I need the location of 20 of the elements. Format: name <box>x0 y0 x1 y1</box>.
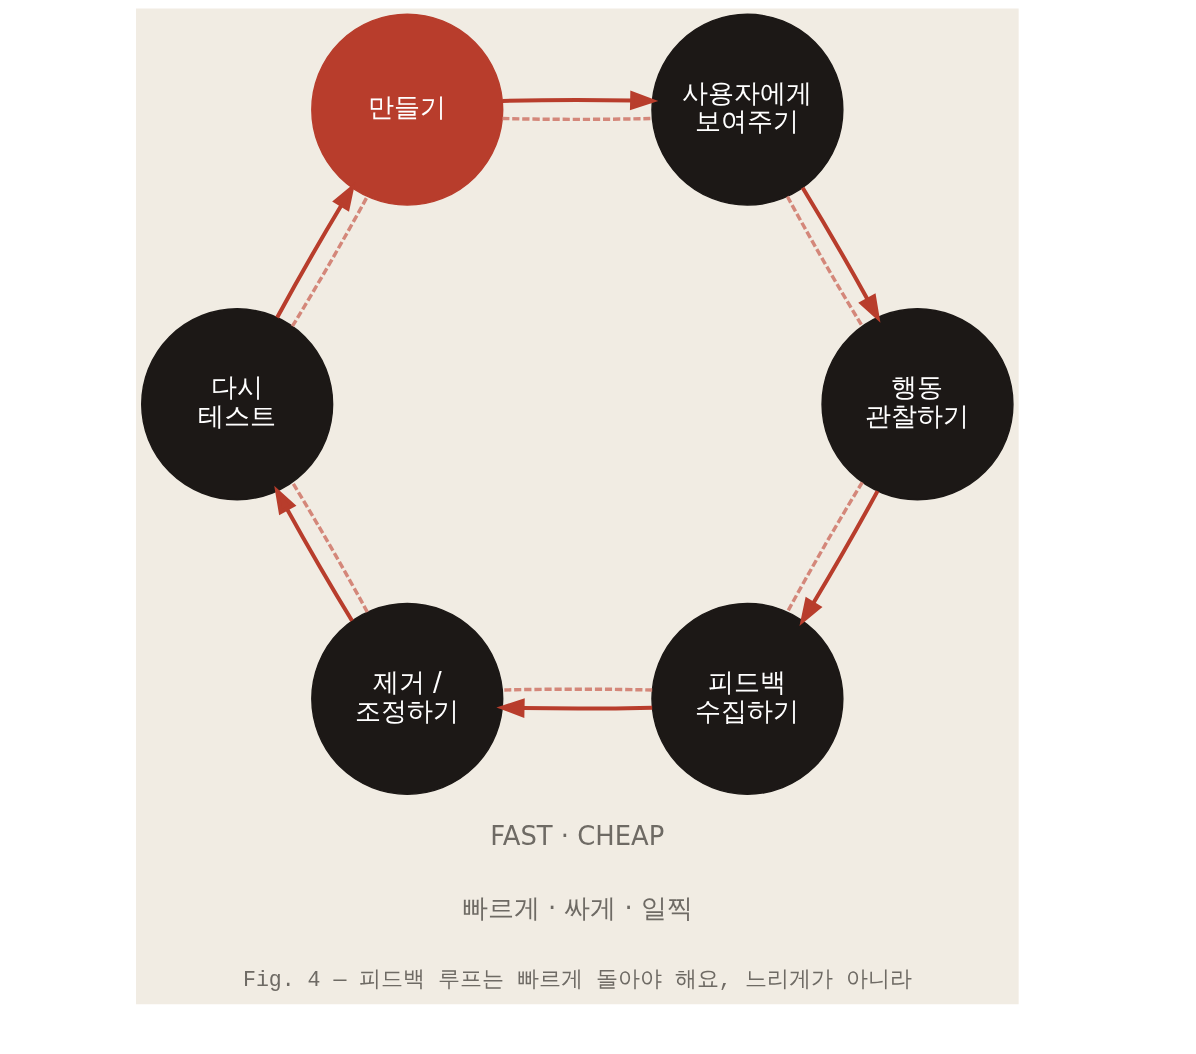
label: 빠르게 · 싸게 · 일찍 <box>461 893 693 924</box>
connector <box>785 481 864 613</box>
node-circle: 만들기 <box>311 13 504 206</box>
node-circle: 제거 / 조정하기 <box>311 602 504 795</box>
node-circle: 행동 관찰하기 <box>821 308 1014 501</box>
node-circle: 사용자에게 보여주기 <box>651 13 844 206</box>
connector <box>502 116 653 122</box>
arrow <box>800 186 881 323</box>
connector <box>290 195 369 328</box>
node-circle: 다시 테스트 <box>141 308 334 501</box>
node-circle: 피드백 수집하기 <box>651 602 844 795</box>
connector <box>785 195 864 328</box>
caption: Fig. 4 — 피드백 루프는 빠르게 돌아야 해요, 느리게가 아니라 <box>243 967 912 992</box>
arrow <box>799 490 880 627</box>
arrow <box>496 698 653 718</box>
label: FAST · CHEAP <box>490 821 665 852</box>
arrow <box>502 90 659 111</box>
connector <box>502 687 653 692</box>
arrow <box>274 485 354 622</box>
connector <box>290 481 369 613</box>
